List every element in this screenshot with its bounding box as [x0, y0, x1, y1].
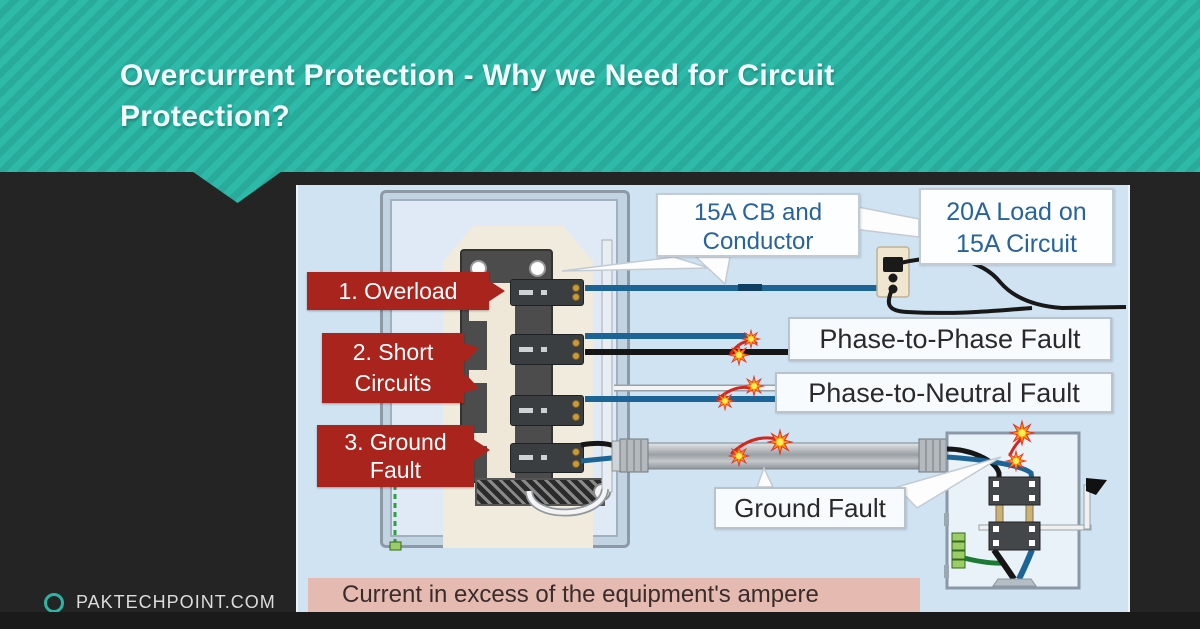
junction-black-out — [991, 548, 1017, 581]
neutral-bus-bar — [475, 478, 605, 506]
cable-clamp — [992, 578, 1037, 587]
conduit-run — [580, 436, 948, 473]
slide-title: Overcurrent Protection - Why we Need for… — [120, 55, 1020, 137]
circuit-breaker-2 — [510, 334, 584, 365]
switch-block-upper — [988, 476, 1041, 506]
plug — [883, 257, 903, 272]
conduit-coupling — [918, 438, 948, 473]
title-line-1: Overcurrent Protection - Why we Need for… — [120, 59, 835, 92]
arrow-icon — [473, 439, 490, 461]
label-ground-line2: Fault — [369, 457, 422, 483]
junction-blue-wire — [946, 454, 1035, 481]
circuit-breaker-1 — [510, 279, 584, 306]
callout-15a-line1: 15A CB and — [693, 199, 823, 226]
circuit-breaker-4 — [510, 443, 584, 473]
footer: PAKTECHPOINT.COM — [44, 592, 276, 613]
footer-site-text: PAKTECHPOINT.COM — [76, 592, 276, 612]
rail-notch — [469, 370, 515, 383]
junction-box — [944, 431, 1107, 590]
arrow-icon — [488, 280, 505, 302]
label-ground-line1: 3. Ground — [344, 429, 447, 455]
bottom-bar — [0, 612, 1200, 629]
callout-phase-to-neutral: Phase-to-Neutral Fault — [775, 372, 1113, 413]
label-overload: 1. Overload — [307, 272, 505, 310]
disconnect-handle — [978, 478, 1107, 531]
ground-terminal-strip — [951, 532, 966, 569]
callout-20a-load: 20A Load on 15A Circuit — [919, 188, 1114, 265]
callout-15a-line2: Conductor — [702, 228, 814, 255]
junction-black-wire — [946, 446, 1002, 480]
callout-20a-line1: 20A Load on — [946, 198, 1087, 226]
bus-screw — [593, 483, 611, 501]
callout-ground-fault: Ground Fault — [714, 487, 906, 529]
rail-notch — [469, 308, 515, 321]
header-banner — [0, 0, 1200, 203]
callout-phase-to-phase: Phase-to-Phase Fault — [788, 317, 1112, 361]
breaker-panel — [380, 190, 630, 548]
circuit-breaker-3 — [510, 395, 584, 426]
callout-15a-cb: 15A CB and Conductor — [656, 193, 860, 257]
label-short-circuits: 2. Short Circuits — [322, 333, 482, 403]
phase-to-phase-text: Phase-to-Phase Fault — [819, 324, 1081, 354]
label-ground-fault: 3. Ground Fault — [317, 425, 490, 487]
caption-text: Current in excess of the equipment's amp… — [342, 581, 819, 608]
ground-fault-text: Ground Fault — [734, 493, 886, 523]
circle-outline-icon — [44, 592, 64, 613]
wire-marking — [738, 284, 762, 291]
caption-strip: Current in excess of the equipment's amp… — [308, 578, 920, 612]
label-short-line2: Circuits — [354, 370, 432, 396]
junction-blue-out — [1016, 548, 1035, 581]
callout-20a-line2: 15A Circuit — [956, 230, 1077, 258]
label-short-line1: 2. Short — [352, 339, 434, 365]
panel-screw — [529, 260, 546, 277]
circuit-protection-diagram: 1. Overload 2. Short Circuits 3. Ground … — [296, 185, 1130, 612]
label-overload-text: 1. Overload — [338, 278, 458, 304]
switch-block-lower — [988, 521, 1041, 551]
junction-green-wire — [963, 555, 1005, 566]
plug-cord — [899, 256, 1127, 311]
plug-cord-loop — [886, 286, 1033, 315]
phase-to-neutral-text: Phase-to-Neutral Fault — [808, 378, 1080, 408]
title-line-2: Protection? — [120, 100, 290, 133]
